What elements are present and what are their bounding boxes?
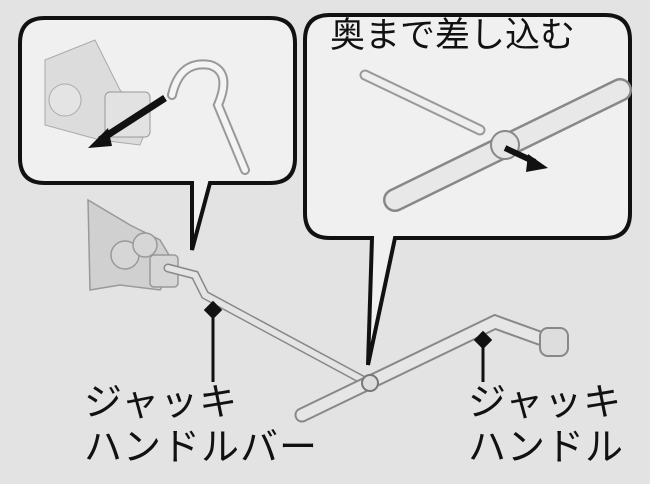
jack-handle-bar <box>163 263 377 390</box>
arrow-icon <box>98 95 167 143</box>
leader-lines <box>203 300 493 382</box>
label-jack-handle-line1: ジャッキ <box>468 380 623 424</box>
callout-insert-fully: 奥まで差し込む <box>330 16 576 56</box>
detail-bubble-insert <box>303 13 632 366</box>
label-jack-handle-bar-line1: ジャッキ <box>84 380 239 424</box>
jack-body <box>87 198 179 291</box>
detail-bubble-hook <box>18 16 297 251</box>
label-jack-handle-bar-line2: ハンドルバー <box>84 425 319 469</box>
jack-handle <box>294 313 569 423</box>
label-jack-handle-line2: ハンドル <box>468 425 625 469</box>
